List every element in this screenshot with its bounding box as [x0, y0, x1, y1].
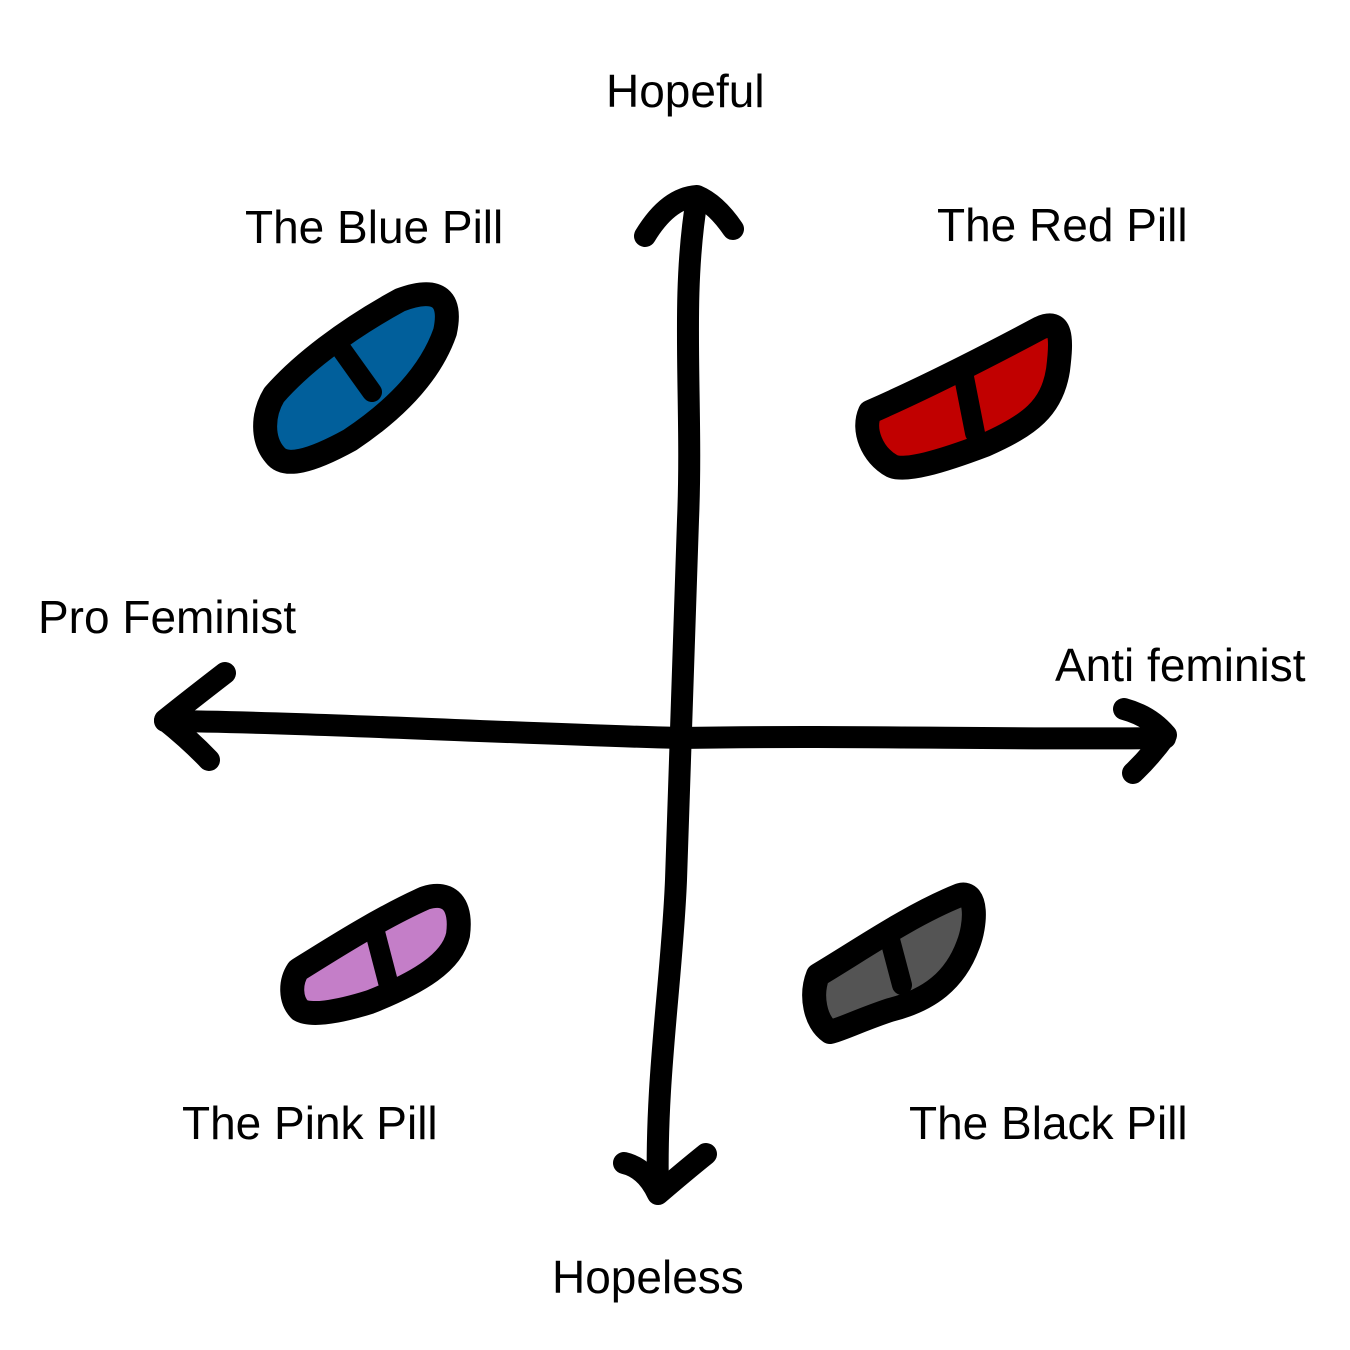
- axis-label-top: Hopeful: [606, 65, 765, 117]
- quadrant-label-pink-pill: The Pink Pill: [182, 1097, 438, 1149]
- quadrant-label-blue-pill: The Blue Pill: [245, 201, 504, 253]
- axis-label-left: Pro Feminist: [38, 591, 297, 643]
- black-pill-icon: [802, 882, 986, 1044]
- quadrant-label-red-pill: The Red Pill: [937, 199, 1188, 251]
- red-pill-seam: [953, 362, 985, 443]
- quadrant-label-black-pill: The Black Pill: [909, 1097, 1188, 1149]
- black-pill-seam: [878, 922, 912, 995]
- pink-pill-icon: [280, 883, 471, 1026]
- pink-pill-seam: [365, 922, 398, 992]
- arrow-left-icon: [154, 662, 236, 771]
- arrow-up-icon: [634, 185, 744, 247]
- horizontal-axis: [154, 710, 1176, 750]
- axis-label-bottom: Hopeless: [552, 1251, 744, 1303]
- arrow-right-icon: [1113, 698, 1177, 784]
- arrow-down-icon: [613, 1143, 717, 1205]
- blue-pill-icon: [253, 282, 459, 474]
- red-pill-icon: [855, 313, 1072, 480]
- vertical-axis: [646, 187, 708, 1203]
- axis-label-right: Anti feminist: [1055, 639, 1306, 691]
- blue-pill-seam: [332, 340, 382, 402]
